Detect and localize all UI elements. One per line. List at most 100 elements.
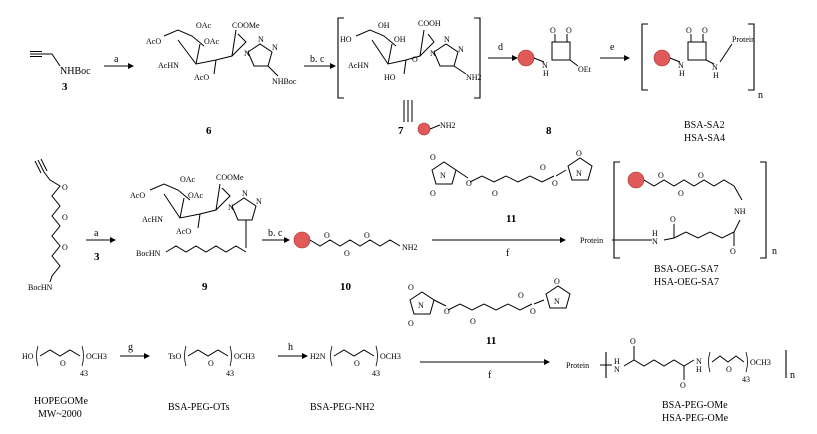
hopeg-o: O <box>60 359 66 368</box>
hopeg-mw: MW~2000 <box>38 409 82 420</box>
r11a-n-2: N <box>576 169 582 178</box>
c6-achn: AcHN <box>158 61 179 70</box>
r11a-n-1: N <box>440 171 446 180</box>
nh2peg-och3: OCH3 <box>380 352 401 361</box>
c7-achn: AcHN <box>348 61 369 70</box>
r11b-o-7: O <box>518 291 524 300</box>
compound-number-10: 10 <box>340 281 352 293</box>
arrow-step-a-row1: a <box>104 54 134 69</box>
p2-nh: NH <box>734 207 746 216</box>
step-e-label: e <box>610 42 615 53</box>
product-row1-name-1: BSA-SA2 <box>684 120 725 131</box>
r11b-o-1: O <box>408 283 414 292</box>
c7-o: O <box>412 55 418 64</box>
compound-8: O O N H OEt 8 <box>517 26 592 137</box>
arrow-step-f-row2: f <box>432 237 566 259</box>
tso-o: O <box>208 359 214 368</box>
c9-n-3: N <box>228 203 234 212</box>
compound-10: O O O NH2 10 <box>293 231 418 293</box>
product-row3-name-2: HSA-PEG-OMe <box>662 413 729 424</box>
arrow-step-g: g <box>120 342 150 359</box>
r11a-o-4: O <box>552 179 558 188</box>
p2-h: H <box>652 229 658 238</box>
c6-n-1: N <box>258 35 264 44</box>
nh2peg-n43: 43 <box>372 369 380 378</box>
nh2peg-h2n: H2N <box>310 352 326 361</box>
c8-o-2: O <box>566 26 572 35</box>
hopeg-och3: OCH3 <box>86 352 107 361</box>
p3-o-3: O <box>726 365 732 374</box>
c9-bochn: BocHN <box>136 249 161 258</box>
p3-n43: 43 <box>742 375 750 384</box>
reagent-number-11-row3: 11 <box>486 335 496 347</box>
nh2peg-name: BSA-PEG-NH2 <box>310 402 374 413</box>
step-f-row3-label: f <box>488 370 492 381</box>
c8-n: N <box>542 61 548 70</box>
c7-oh-1: OH <box>378 21 390 30</box>
c7-equivalence: 7 NH2 <box>398 100 456 137</box>
svg-text:O: O <box>658 171 664 180</box>
c7-right-bracket <box>474 17 481 99</box>
p1-n-1: N <box>678 61 684 70</box>
arrow-step-bc-row1: b. c <box>304 54 336 69</box>
p3-n-sub: n <box>790 370 795 381</box>
product-row2-name-2: HSA-OEG-SA7 <box>654 277 719 288</box>
alkyne-oeg-bochn: O O O BocHN <box>28 158 68 292</box>
product-row1-name-2: HSA-SA4 <box>684 133 725 144</box>
p3-o-1: O <box>630 337 636 346</box>
p1-o-1: O <box>686 26 692 35</box>
tso-och3: OCH3 <box>234 352 255 361</box>
p1-protein: Protein <box>732 35 755 44</box>
arrow-step-d-row1: d <box>488 42 518 61</box>
p2-n-sub: n <box>772 246 777 257</box>
c8-h: H <box>543 69 549 78</box>
c7-n-3: N <box>430 49 436 58</box>
step-d-label: d <box>498 42 503 53</box>
compound-number-8: 8 <box>546 125 552 137</box>
arrow-step-h: h <box>278 342 308 359</box>
r11b-n-2: N <box>554 297 560 306</box>
hopeg-n43: 43 <box>80 369 88 378</box>
protein-ball-c7 <box>417 122 431 136</box>
p3-n-2: N <box>696 357 702 366</box>
c6-aco-1: AcO <box>146 37 161 46</box>
c6-coome: COOMe <box>232 21 260 30</box>
r11b-o-6: O <box>470 317 476 326</box>
r11a-o-3: O <box>466 179 472 188</box>
compound-3-row1: NHBoc 3 <box>30 51 91 93</box>
reagent-number-11-row2: 11 <box>506 213 516 225</box>
c9-aco-2: AcO <box>176 227 191 236</box>
compound-number-7: 7 <box>398 125 404 137</box>
product-row1: O O N H N H Protein n BSA-SA2 HSA-SA4 <box>641 23 763 144</box>
p3-och3: OCH3 <box>750 358 771 367</box>
c9-aco-1: AcO <box>130 191 145 200</box>
svg-text:O: O <box>698 171 704 180</box>
p3-h-1: H <box>614 357 620 366</box>
svg-text:O: O <box>62 243 68 252</box>
row2-bochn: BocHN <box>28 283 53 292</box>
r11a-o-7: O <box>540 163 546 172</box>
product-row3: Protein H N O O N H O OCH3 43 n BSA-PEG-… <box>566 337 795 424</box>
c6-n-2: N <box>272 43 278 52</box>
c7-n-2: N <box>458 45 464 54</box>
tso-label: TsO <box>168 352 181 361</box>
r11a-o-5: O <box>576 149 582 158</box>
c9-oac-1: OAc <box>180 175 196 184</box>
c6-aco-2: AcO <box>194 73 209 82</box>
p1-n-2: N <box>712 63 718 72</box>
compound-number-3-row2: 3 <box>94 251 100 263</box>
r11b-n-1: N <box>418 301 424 310</box>
compound-number-9: 9 <box>202 281 208 293</box>
p2-o-2: O <box>730 247 736 256</box>
p3-protein: Protein <box>566 361 589 370</box>
svg-text:O: O <box>364 231 370 240</box>
compound-number-6: 6 <box>206 125 212 137</box>
reagent-11-row3: O N O O O N O O O 11 <box>408 277 571 347</box>
product-row3-name-1: BSA-PEG-OMe <box>662 400 728 411</box>
hopeg-ho: HO <box>22 352 34 361</box>
c9-coome: COOMe <box>216 173 244 182</box>
r11a-o-6: O <box>492 189 498 198</box>
r11b-o-3: O <box>444 307 450 316</box>
reagent-11-row2: O N O O O N O O O 11 <box>430 149 593 225</box>
c7-left-bracket <box>337 17 344 99</box>
